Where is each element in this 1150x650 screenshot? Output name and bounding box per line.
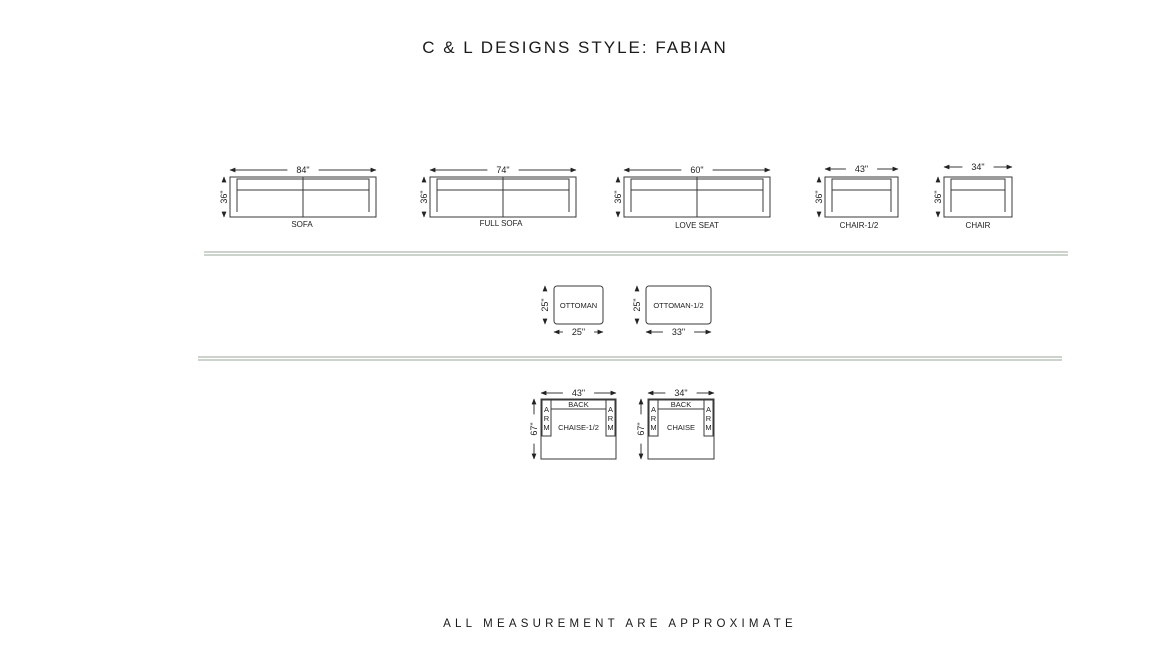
width-label: 84" (296, 165, 309, 175)
sofa-item: 60" 36" LOVE SEAT (613, 165, 771, 230)
depth-dimension: 25" (632, 285, 642, 325)
ottoman-item: OTTOMAN 25" 25" (540, 285, 604, 337)
left-arm-label: ARM (650, 405, 656, 432)
width-dimension: 43" (540, 388, 617, 398)
width-label: 43" (855, 164, 868, 174)
left-arm (648, 399, 659, 437)
chaise-row: BACKARMARMCHAISE-1/243"67"BACKARMARMCHAI… (529, 388, 715, 460)
arm-letter: R (544, 414, 550, 423)
back-label: BACK (671, 400, 691, 409)
arm-letter: M (650, 423, 656, 432)
sofa-item: 84" 36" SOFA (219, 165, 377, 229)
arm-letter: M (607, 423, 613, 432)
arm-letter: A (706, 405, 711, 414)
width-dimension: 84" (229, 165, 377, 175)
depth-label: 67" (529, 422, 539, 435)
arm-letter: R (706, 414, 712, 423)
depth-label: 67" (636, 422, 646, 435)
width-dimension: 74" (429, 165, 577, 175)
chaise-outline (540, 398, 617, 460)
page-title: C & L DESIGNS STYLE: FABIAN (422, 38, 728, 57)
divider-1 (204, 251, 1068, 256)
sofa-back (950, 178, 1006, 191)
chaise-name-label: CHAISE (667, 423, 695, 432)
depth-label: 36" (219, 190, 229, 203)
width-dimension: 34" (647, 388, 715, 398)
sofa-outline (824, 176, 899, 218)
width-label: 60" (690, 165, 703, 175)
depth-dimension: 36" (419, 176, 429, 218)
sofa-outline (943, 176, 1013, 218)
sofa-back (831, 178, 892, 191)
width-label: 33" (672, 327, 685, 337)
width-label: 34" (971, 162, 984, 172)
sofa-row: 84" 36" SOFA 74" 36" FULL SOFA 60" 36" LOVE SEAT… (219, 162, 1013, 230)
sofa-item: 34" 36" CHAIR (933, 162, 1013, 230)
sofa-item: 43" 36" CHAIR-1/2 (814, 164, 899, 230)
footer-note: ALL MEASUREMENT ARE APPROXIMATE (443, 618, 797, 630)
depth-label: 25" (632, 298, 642, 311)
sofa-name-label: SOFA (291, 220, 313, 229)
left-arm-label: ARM (543, 405, 549, 432)
right-arm (703, 399, 714, 437)
depth-label: 36" (814, 190, 824, 203)
depth-label: 36" (933, 190, 943, 203)
width-label: 74" (496, 165, 509, 175)
depth-dimension: 36" (814, 176, 824, 218)
right-arm-label: ARM (705, 405, 711, 432)
ottoman-row: OTTOMAN 25" 25" OTTOMAN-1/2 33" 25" (540, 285, 712, 337)
sofa-name-label: CHAIR-1/2 (840, 221, 879, 230)
ottoman-item: OTTOMAN-1/2 33" 25" (632, 285, 712, 337)
depth-label: 25" (540, 298, 550, 311)
depth-dimension: 36" (219, 176, 229, 218)
arm-letter: A (608, 405, 613, 414)
divider-2 (198, 356, 1062, 361)
ottoman-name-label: OTTOMAN (560, 301, 597, 310)
depth-dimension: 67" (636, 398, 646, 460)
chaise-name-label: CHAISE-1/2 (558, 423, 599, 432)
width-dimension: 33" (645, 327, 712, 337)
depth-dimension: 36" (933, 176, 943, 218)
ottoman-outline (645, 285, 712, 325)
width-dimension: 43" (824, 164, 899, 174)
depth-dimension: 67" (529, 398, 539, 460)
sofa-item: 74" 36" FULL SOFA (419, 165, 577, 228)
arm-letter: M (705, 423, 711, 432)
left-arm (541, 399, 552, 437)
arm-letter: R (608, 414, 614, 423)
arm-letter: A (651, 405, 656, 414)
sofa-name-label: CHAIR (966, 221, 991, 230)
right-arm-label: ARM (607, 405, 613, 432)
depth-dimension: 25" (540, 285, 550, 325)
width-label: 43" (572, 388, 585, 398)
chaise-outline (647, 398, 715, 460)
depth-label: 36" (613, 190, 623, 203)
width-dimension: 60" (623, 165, 771, 175)
width-dimension: 34" (943, 162, 1013, 172)
sofa-name-label: LOVE SEAT (675, 221, 719, 230)
width-label: 25" (572, 327, 585, 337)
arm-letter: M (543, 423, 549, 432)
width-label: 34" (674, 388, 687, 398)
depth-dimension: 36" (613, 176, 623, 218)
ottoman-outline (553, 285, 604, 325)
sofa-name-label: FULL SOFA (480, 219, 523, 228)
right-arm (605, 399, 616, 437)
depth-label: 36" (419, 190, 429, 203)
arm-letter: R (651, 414, 657, 423)
back-label: BACK (568, 400, 588, 409)
ottoman-name-label: OTTOMAN-1/2 (653, 301, 703, 310)
width-dimension: 25" (553, 327, 604, 337)
arm-letter: A (544, 405, 549, 414)
